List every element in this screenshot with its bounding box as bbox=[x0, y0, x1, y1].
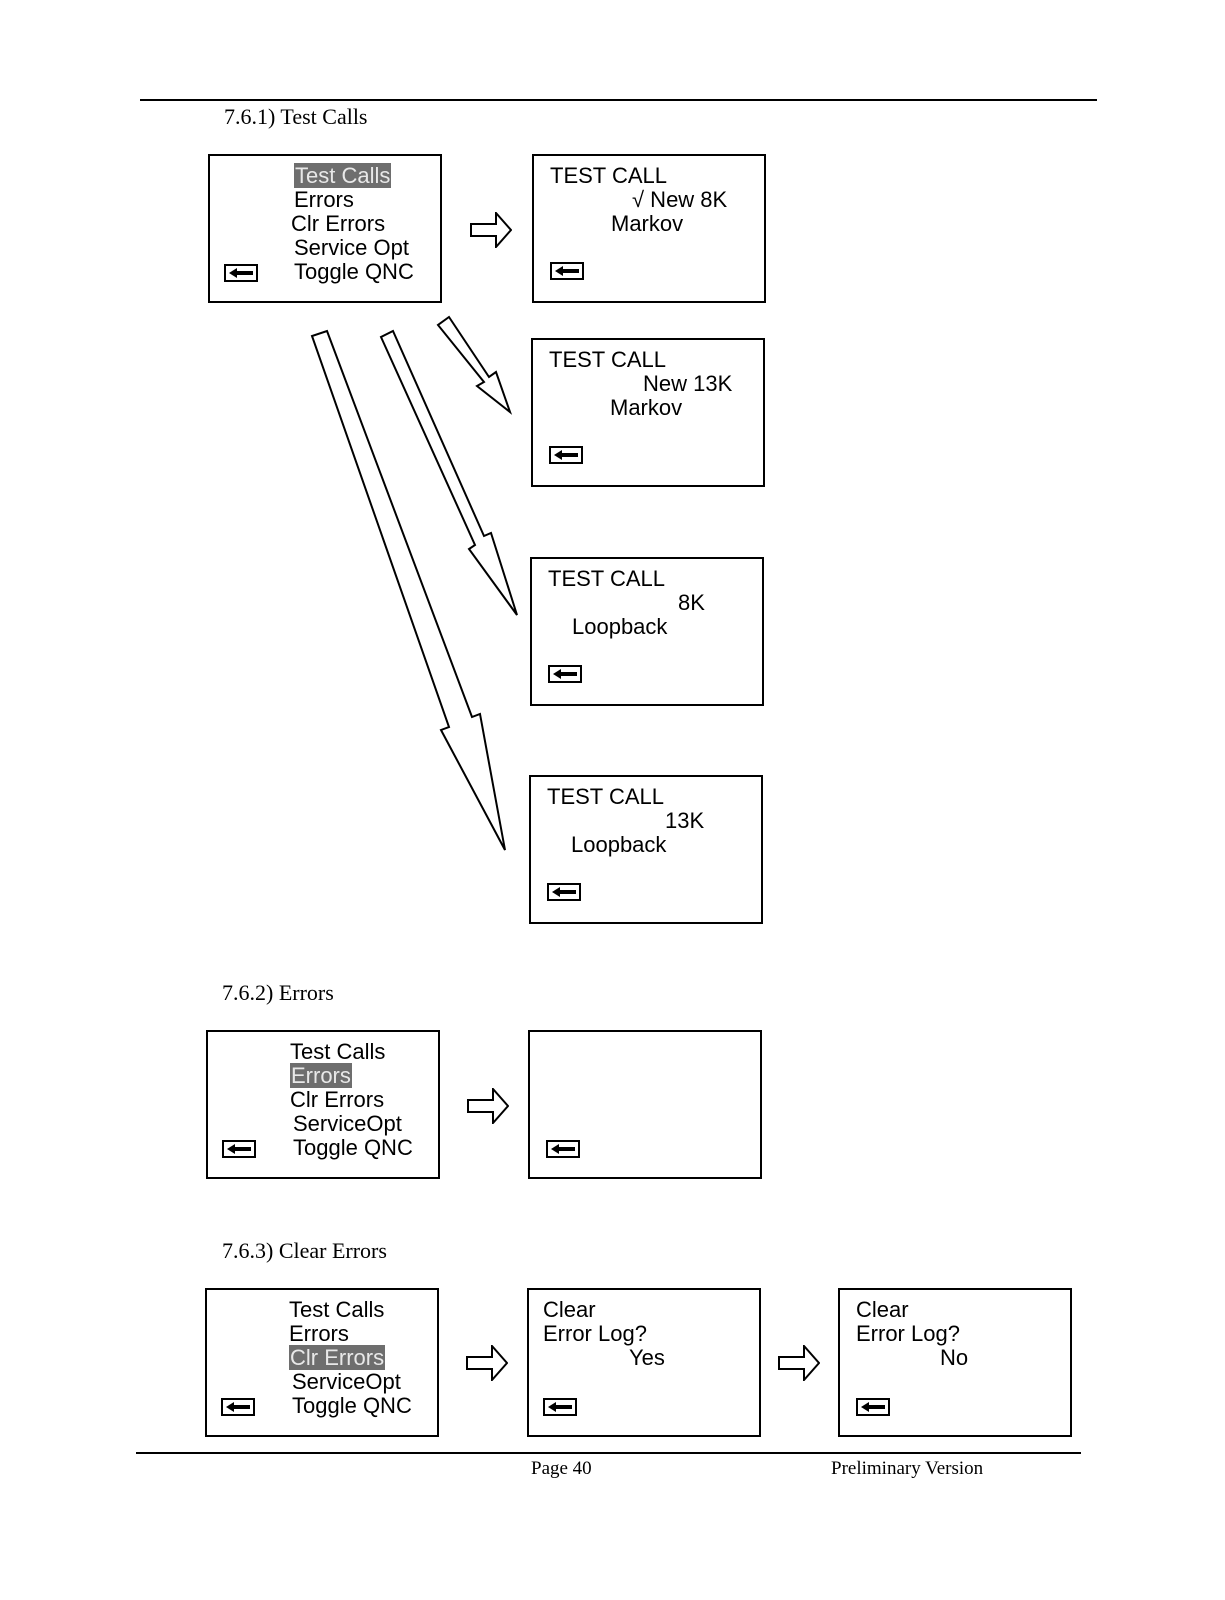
test-call-screen-13k-loopback: TEST CALL 13K Loopback bbox=[529, 775, 763, 924]
back-arrow-icon[interactable] bbox=[224, 264, 258, 282]
menu-item-clr-errors[interactable]: Clr Errors bbox=[291, 211, 386, 236]
menu-item-toggle-qnc[interactable]: Toggle QNC bbox=[294, 259, 414, 284]
menu-item-toggle-qnc[interactable]: Toggle QNC bbox=[292, 1393, 412, 1418]
option-8k[interactable]: 8K bbox=[678, 590, 705, 615]
screen-line-clear: Clear bbox=[856, 1297, 909, 1322]
hollow-right-arrow-icon bbox=[778, 1343, 821, 1386]
option-markov[interactable]: Markov bbox=[610, 395, 683, 420]
back-arrow-icon[interactable] bbox=[546, 1140, 580, 1158]
menu-item-errors[interactable]: Errors bbox=[294, 187, 354, 212]
menu-item-clr-errors[interactable]: Clr Errors bbox=[290, 1087, 385, 1112]
option-loopback[interactable]: Loopback bbox=[571, 832, 667, 857]
back-arrow-icon[interactable] bbox=[221, 1398, 255, 1416]
back-arrow-icon[interactable] bbox=[543, 1398, 577, 1416]
back-arrow-icon[interactable] bbox=[549, 446, 583, 464]
hollow-right-arrow-icon bbox=[470, 210, 513, 253]
top-rule bbox=[140, 99, 1097, 101]
menu-item-clr-errors[interactable]: Clr Errors bbox=[289, 1345, 386, 1370]
menu-screen-test-calls: Test Calls Errors Clr Errors Service Opt… bbox=[208, 154, 442, 303]
page-number: Page 40 bbox=[531, 1458, 592, 1479]
menu-item-test-calls[interactable]: Test Calls bbox=[289, 1297, 385, 1322]
menu-item-service-opt[interactable]: ServiceOpt bbox=[292, 1369, 401, 1394]
back-arrow-icon[interactable] bbox=[550, 262, 584, 280]
errors-screen bbox=[528, 1030, 762, 1179]
test-call-screen-new-13k: TEST CALL New 13K Markov bbox=[531, 338, 765, 487]
menu-item-service-opt[interactable]: ServiceOpt bbox=[293, 1111, 402, 1136]
menu-screen-errors: Test Calls Errors Clr Errors ServiceOpt … bbox=[206, 1030, 440, 1179]
hollow-right-arrow-icon bbox=[467, 1086, 510, 1129]
screen-title: TEST CALL bbox=[550, 163, 667, 188]
screen-title: TEST CALL bbox=[549, 347, 666, 372]
version-label: Preliminary Version bbox=[831, 1458, 984, 1479]
screen-line-error-log: Error Log? bbox=[543, 1321, 647, 1346]
test-call-screen-new-8k: TEST CALL √ New 8K Markov bbox=[532, 154, 766, 303]
option-loopback[interactable]: Loopback bbox=[572, 614, 668, 639]
menu-item-errors[interactable]: Errors bbox=[290, 1063, 352, 1088]
test-call-screen-8k-loopback: TEST CALL 8K Loopback bbox=[530, 557, 764, 706]
menu-item-errors[interactable]: Errors bbox=[289, 1321, 349, 1346]
diagonal-arrow-to-8k-loopback bbox=[379, 329, 518, 616]
option-13k[interactable]: 13K bbox=[665, 808, 705, 833]
option-no[interactable]: No bbox=[940, 1345, 969, 1370]
bottom-rule bbox=[136, 1452, 1081, 1454]
screen-title: TEST CALL bbox=[547, 784, 664, 809]
back-arrow-icon[interactable] bbox=[548, 665, 582, 683]
section-heading-clear-errors: 7.6.3) Clear Errors bbox=[222, 1238, 387, 1263]
option-new-13k[interactable]: New 13K bbox=[643, 371, 733, 396]
diagonal-arrow-to-new-13k bbox=[436, 315, 513, 415]
screen-line-clear: Clear bbox=[543, 1297, 596, 1322]
section-heading-test-calls: 7.6.1) Test Calls bbox=[224, 104, 368, 129]
diagonal-arrow-to-13k-loopback bbox=[310, 329, 506, 851]
hollow-right-arrow-icon bbox=[466, 1343, 509, 1386]
menu-item-toggle-qnc[interactable]: Toggle QNC bbox=[293, 1135, 413, 1160]
screen-title: TEST CALL bbox=[548, 566, 665, 591]
menu-item-service-opt[interactable]: Service Opt bbox=[294, 235, 409, 260]
back-arrow-icon[interactable] bbox=[222, 1140, 256, 1158]
menu-item-test-calls[interactable]: Test Calls bbox=[290, 1039, 386, 1064]
clear-error-log-no-screen: Clear Error Log? No bbox=[838, 1288, 1072, 1437]
section-heading-errors: 7.6.2) Errors bbox=[222, 980, 334, 1005]
back-arrow-icon[interactable] bbox=[856, 1398, 890, 1416]
screen-line-error-log: Error Log? bbox=[856, 1321, 960, 1346]
menu-screen-clear-errors: Test Calls Errors Clr Errors ServiceOpt … bbox=[205, 1288, 439, 1437]
menu-item-test-calls[interactable]: Test Calls bbox=[294, 163, 392, 188]
option-new-8k[interactable]: √ New 8K bbox=[632, 187, 728, 212]
option-yes[interactable]: Yes bbox=[629, 1345, 665, 1370]
clear-error-log-yes-screen: Clear Error Log? Yes bbox=[527, 1288, 761, 1437]
option-markov[interactable]: Markov bbox=[611, 211, 684, 236]
back-arrow-icon[interactable] bbox=[547, 883, 581, 901]
